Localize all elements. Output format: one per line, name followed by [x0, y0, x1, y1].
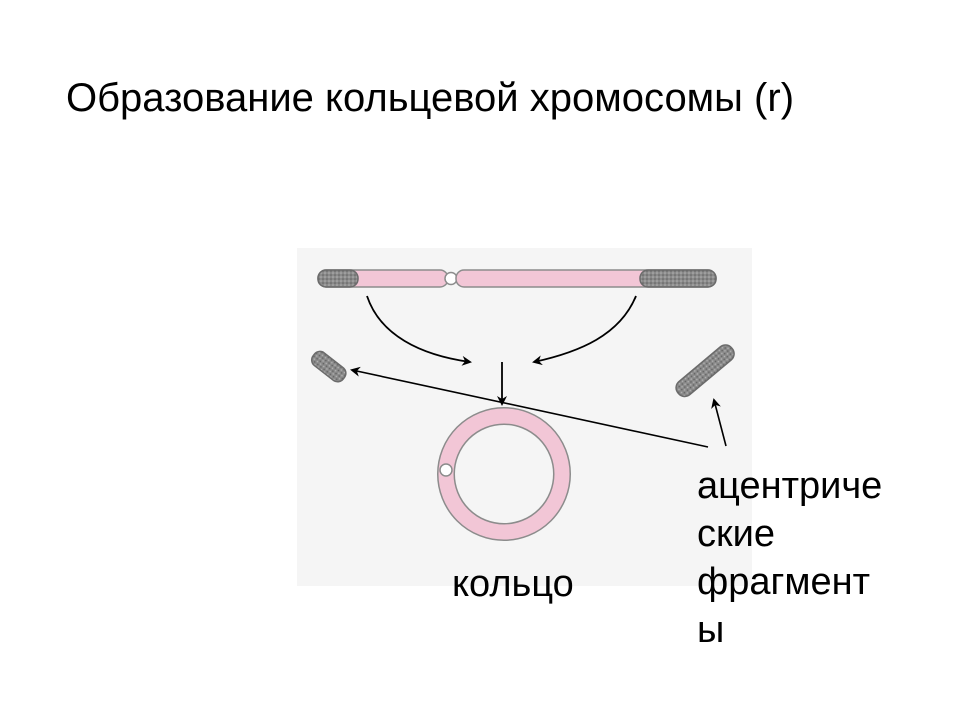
ring-label: кольцо [452, 563, 574, 605]
original-chromosome [317, 269, 717, 288]
ring-chromosome [437, 407, 571, 541]
centromere [444, 271, 458, 286]
curved-arrow-right [532, 295, 637, 366]
telomere-right [639, 269, 717, 288]
pointer-arrow-left-fragment [350, 366, 709, 448]
acentric-fragment-left [310, 350, 347, 383]
acentric-fragment-right [675, 344, 735, 398]
acentric-fragments-label-line-2: ские [697, 513, 775, 555]
slide-title: Образование кольцевой хромосомы (r) [66, 76, 795, 120]
acentric-fragments-label-line-3: фрагмент [697, 561, 871, 603]
acentric-fragments-label-line-1: ацентриче [697, 465, 883, 507]
curved-arrow-left [366, 295, 472, 366]
pointer-arrow-right-fragment [711, 398, 727, 447]
telomere-left [317, 269, 359, 288]
acentric-fragments-label: ацентриче ские фрагмент ы [697, 462, 947, 654]
acentric-fragments-label-line-4: ы [697, 609, 725, 651]
ring-centromere [439, 463, 453, 477]
